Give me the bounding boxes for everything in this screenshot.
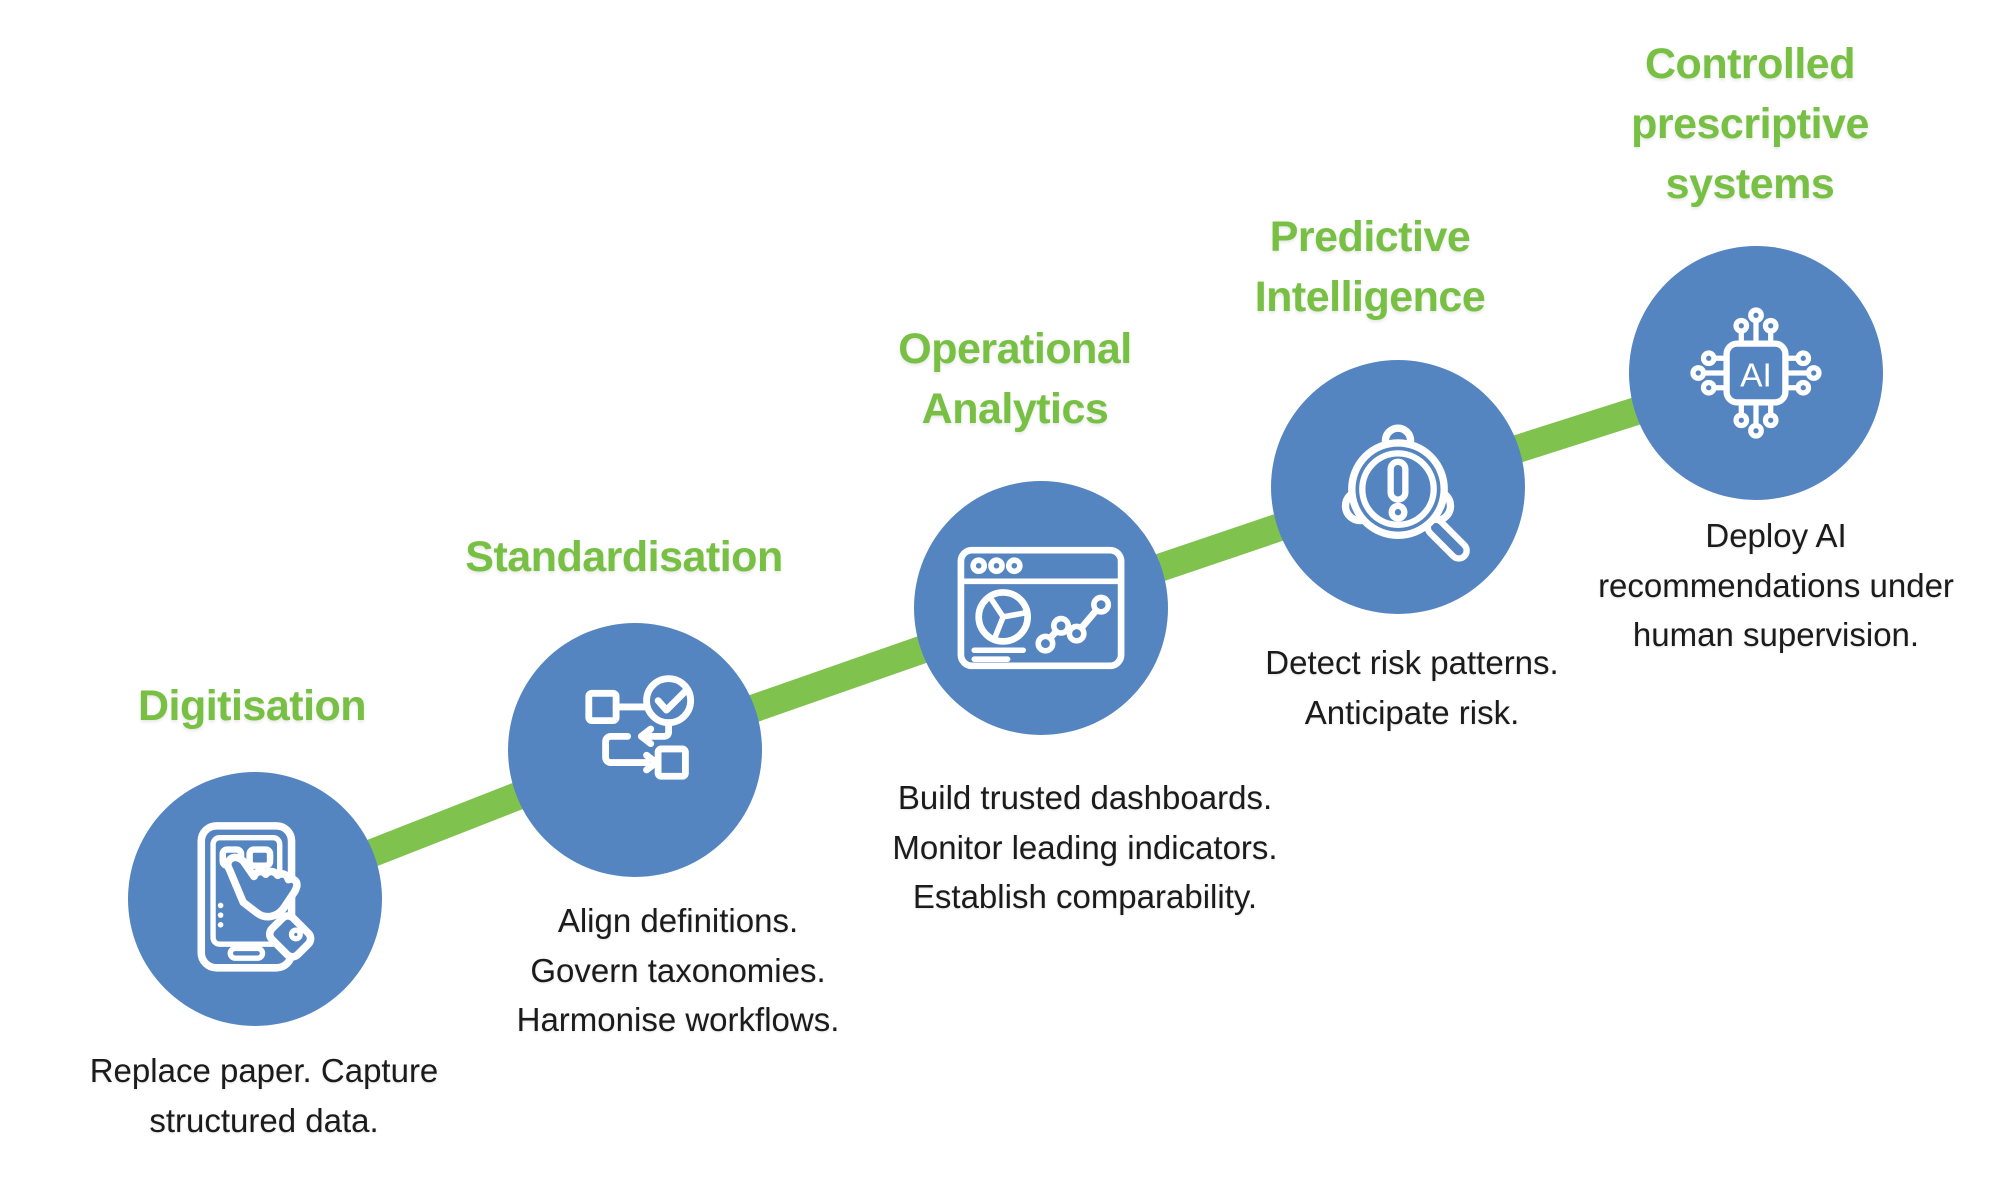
description-line: Harmonise workflows. — [516, 1001, 840, 1038]
stage-circle-controlled-prescriptive-systems: AI — [1629, 246, 1883, 500]
stage-title-controlled-prescriptive-systems: Controlled prescriptive systems — [1525, 34, 1975, 215]
description-line: human supervision. — [1632, 616, 1920, 653]
description-line: recommendations under — [1598, 566, 1954, 604]
tablet-touch-icon — [197, 822, 315, 972]
stage-description-standardisation: Align definitions. Govern taxonomies. Ha… — [453, 896, 903, 1045]
risk-magnifier-icon — [1341, 424, 1470, 562]
ai-chip-icon: AI — [1690, 307, 1822, 439]
stage-circle-operational-analytics — [914, 481, 1168, 735]
title-line: Predictive — [1269, 213, 1471, 261]
stage-description-operational-analytics: Build trusted dashboards. Monitor leadin… — [835, 773, 1335, 922]
description-line: structured data. — [149, 1101, 379, 1139]
description-line: Deploy AI — [1705, 517, 1847, 554]
title-line: Standardisation — [465, 533, 783, 581]
stage-title-operational-analytics: Operational Analytics — [790, 319, 1240, 439]
description-line: Establish comparability. — [912, 878, 1258, 915]
stage-description-predictive-intelligence: Detect risk patterns. Anticipate risk. — [1187, 638, 1637, 737]
description-line: Monitor leading indicators. — [892, 828, 1278, 866]
title-line: prescriptive — [1631, 100, 1869, 149]
stage-description-digitisation: Replace paper. Capture structured data. — [14, 1046, 514, 1145]
ai-chip-label: AI — [1740, 358, 1772, 395]
stage-title-standardisation: Standardisation — [399, 527, 849, 587]
stage-description-controlled-prescriptive-systems: Deploy AI recommendations under human su… — [1541, 511, 2000, 660]
description-line: Anticipate risk. — [1304, 693, 1520, 731]
title-line: Analytics — [921, 385, 1109, 434]
stage-circle-digitisation — [128, 772, 382, 1026]
description-line: Replace paper. Capture — [89, 1052, 439, 1089]
description-line: Align definitions. — [557, 902, 799, 939]
dashboard-chart-icon — [957, 546, 1125, 670]
title-line: Controlled — [1645, 40, 1855, 88]
stage-title-predictive-intelligence: Predictive Intelligence — [1145, 207, 1595, 327]
description-line: Detect risk patterns. — [1265, 644, 1559, 681]
title-line: Operational — [898, 325, 1132, 373]
title-line: Intelligence — [1254, 273, 1486, 322]
workflow-check-icon — [585, 675, 695, 780]
title-line: Digitisation — [137, 682, 367, 730]
stage-title-digitisation: Digitisation — [27, 676, 477, 736]
stage-circle-predictive-intelligence — [1271, 360, 1525, 614]
stage-circle-standardisation — [508, 623, 762, 877]
description-line: Build trusted dashboards. — [897, 779, 1273, 816]
title-line: systems — [1665, 160, 1835, 209]
description-line: Govern taxonomies. — [530, 951, 826, 989]
